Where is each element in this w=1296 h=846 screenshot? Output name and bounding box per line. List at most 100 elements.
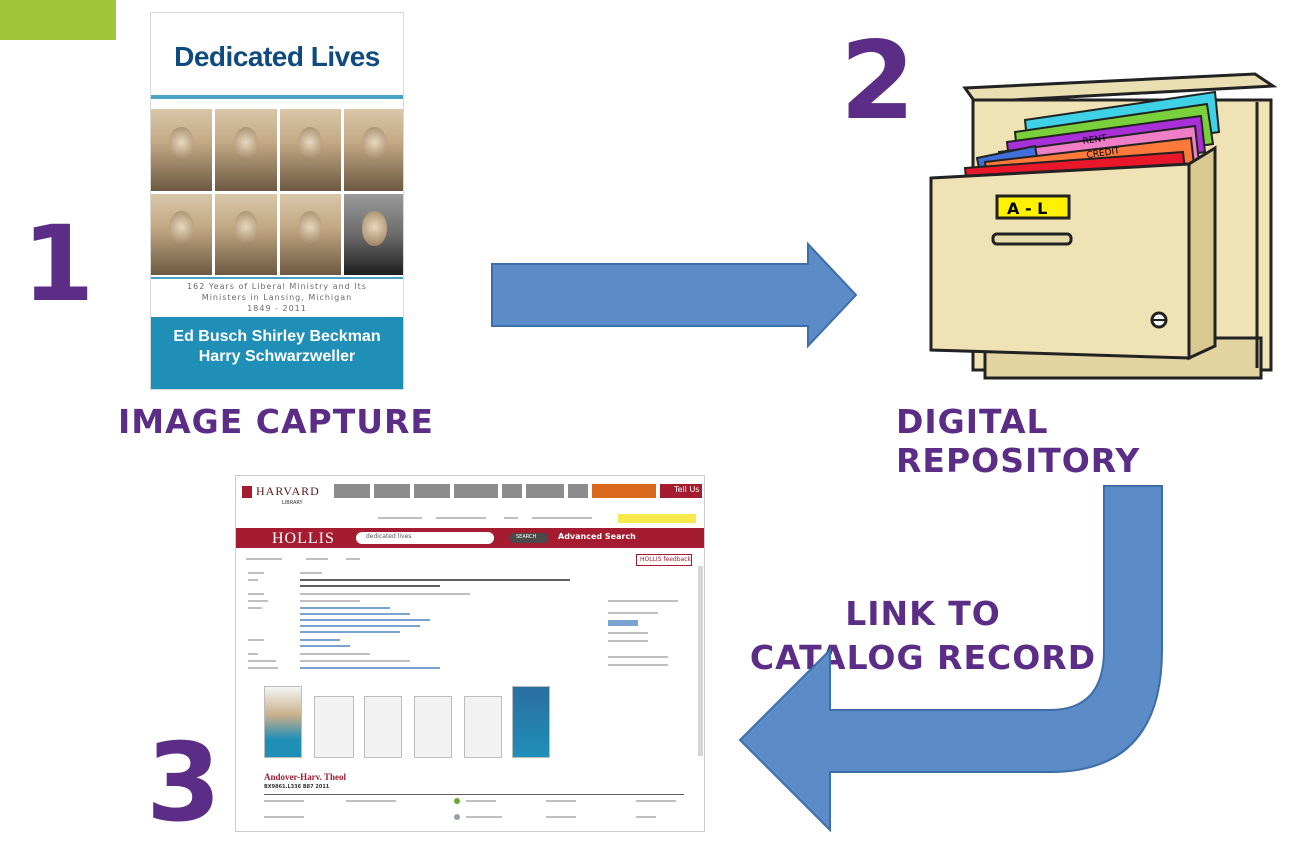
- record-field-label: [248, 579, 258, 581]
- hollis-logo: HOLLIS: [272, 530, 335, 547]
- record-field-label: [248, 607, 262, 609]
- tell-us-label: Tell Us: [674, 485, 700, 494]
- feedback-label: HOLLIS feedback: [640, 556, 691, 563]
- book-authors-line: Harry Schwarzweller: [198, 348, 356, 365]
- holdings-cell[interactable]: [546, 800, 576, 802]
- book-cover-image: Dedicated Lives 162 Years of Liberal Min…: [150, 12, 404, 390]
- record-field-label: [248, 593, 264, 595]
- sidebar-item[interactable]: [608, 600, 678, 602]
- portrait-photo: [279, 193, 341, 275]
- caption-image-capture: IMAGE CAPTURE: [118, 402, 434, 441]
- catalog-link[interactable]: [378, 517, 422, 519]
- subject-link[interactable]: [300, 619, 430, 621]
- sidebar-item[interactable]: [608, 632, 648, 634]
- link-label-line: LINK TO: [845, 594, 1001, 633]
- catalog-nav-tab[interactable]: [334, 484, 370, 498]
- page-thumbnail[interactable]: [364, 696, 402, 758]
- holdings-cell: [264, 800, 304, 802]
- holdings-cell[interactable]: [466, 800, 496, 802]
- feedback-button[interactable]: [636, 554, 692, 566]
- page-thumbnail[interactable]: [414, 696, 452, 758]
- page-thumbnail[interactable]: [464, 696, 502, 758]
- catalog-nav-tab[interactable]: [414, 484, 450, 498]
- harvard-logo-sub: LIBRARY: [282, 500, 303, 506]
- record-title: [300, 585, 440, 587]
- subject-link[interactable]: [300, 613, 410, 615]
- share-icons[interactable]: [608, 620, 638, 626]
- link-label-line: CATALOG RECORD: [749, 638, 1097, 677]
- catalog-link[interactable]: [436, 517, 486, 519]
- book-subtitle: 162 Years of Liberal Ministry and Its Mi…: [159, 281, 395, 314]
- record-field-label: [248, 600, 268, 602]
- page-thumbnail[interactable]: [264, 686, 302, 758]
- curved-arrow-icon: [738, 485, 1163, 832]
- arrow-right-icon: [491, 241, 858, 349]
- catalog-nav-tab[interactable]: [592, 484, 656, 498]
- svg-text:RENT: RENT: [1082, 134, 1108, 147]
- record-field-value: [300, 653, 370, 655]
- page-thumbnail[interactable]: [512, 686, 550, 758]
- sidebar-item[interactable]: [608, 612, 658, 614]
- book-title: Dedicated Lives: [174, 41, 380, 72]
- link-to-catalog-label: LINK TO CATALOG RECORD: [742, 592, 1104, 680]
- catalog-link[interactable]: [532, 517, 592, 519]
- record-field-value: [300, 572, 322, 574]
- portrait-photo: [215, 109, 277, 191]
- harvard-shield-icon: [242, 486, 252, 498]
- portrait-photo: [343, 109, 403, 191]
- tell-us-button[interactable]: Tell Us: [660, 484, 702, 498]
- record-url-link[interactable]: [300, 667, 440, 669]
- portrait-photo: [279, 109, 341, 191]
- portrait-photo: [151, 109, 213, 191]
- harvard-logo: HARVARD: [256, 484, 320, 499]
- holdings-cell: [264, 816, 304, 818]
- catalog-nav-tab[interactable]: [374, 484, 410, 498]
- author-link[interactable]: [300, 645, 350, 647]
- step-number-3: 3: [146, 721, 222, 846]
- sidebar-item[interactable]: [608, 640, 648, 642]
- page-thumbnail[interactable]: [314, 696, 354, 758]
- account-notice[interactable]: [618, 514, 696, 523]
- caption-digital-repository: DIGITAL REPOSITORY: [896, 402, 1141, 480]
- harvard-logo-text: HARVARD: [256, 484, 320, 498]
- sidebar-item[interactable]: [608, 656, 668, 658]
- holdings-cell[interactable]: [546, 816, 576, 818]
- step-number-2: 2: [840, 19, 916, 144]
- advanced-search-link[interactable]: Advanced Search: [558, 532, 636, 541]
- subject-link[interactable]: [300, 625, 420, 627]
- catalog-nav-tab[interactable]: [568, 484, 588, 498]
- status-dot: [454, 798, 460, 804]
- holdings-cell[interactable]: [466, 816, 502, 818]
- record-field-label: [248, 639, 264, 641]
- search-button[interactable]: [510, 533, 548, 543]
- catalog-link[interactable]: [504, 517, 518, 519]
- record-field-value: [300, 600, 360, 602]
- book-band-top: [151, 95, 403, 99]
- subject-link[interactable]: [300, 607, 390, 609]
- holdings-header: [264, 794, 684, 795]
- record-field-label: [248, 572, 264, 574]
- book-subtitle-line: 1849 - 2011: [247, 304, 307, 313]
- record-link[interactable]: [246, 558, 282, 560]
- record-field-label: [248, 667, 278, 669]
- search-input[interactable]: [356, 532, 494, 544]
- search-input-value: dedicated lives: [366, 533, 412, 540]
- catalog-nav-tab[interactable]: [502, 484, 522, 498]
- author-link[interactable]: [300, 639, 340, 641]
- corner-accent-tab: [0, 0, 116, 40]
- catalog-nav-tab[interactable]: [526, 484, 564, 498]
- record-title: [300, 579, 570, 581]
- holdings-title: Andover-Harv. Theol: [264, 772, 347, 782]
- book-subtitle-line: 162 Years of Liberal Ministry and Its: [187, 282, 367, 291]
- sidebar-item[interactable]: [608, 664, 668, 666]
- status-dot: [454, 814, 460, 820]
- scrollbar[interactable]: [698, 566, 703, 756]
- record-link[interactable]: [346, 558, 360, 560]
- record-link[interactable]: [306, 558, 328, 560]
- search-button-label: SEARCH: [516, 534, 537, 540]
- book-authors-band: Ed Busch Shirley Beckman Harry Schwarzwe…: [151, 317, 403, 389]
- catalog-nav-tab[interactable]: [454, 484, 498, 498]
- holdings-cell: [636, 800, 676, 802]
- step-number-1: 1: [22, 203, 95, 325]
- subject-link[interactable]: [300, 631, 400, 633]
